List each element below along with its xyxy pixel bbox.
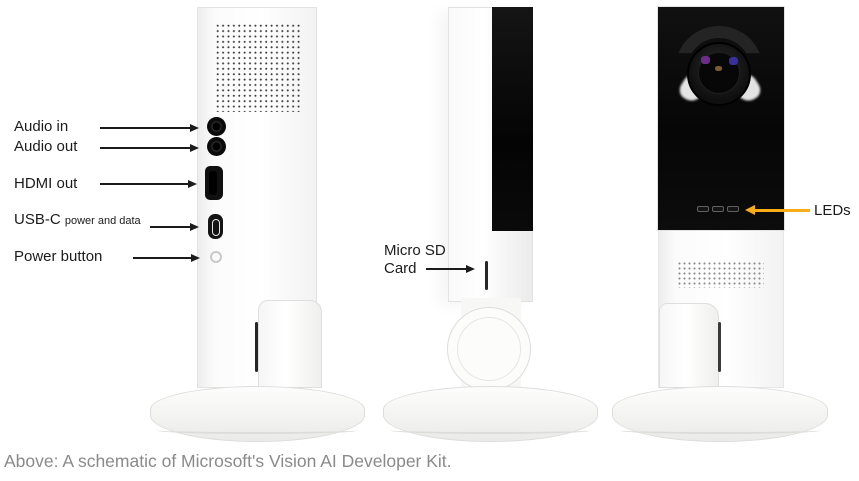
label-usb-c: USB-C power and data [14, 211, 141, 228]
hinge-arm [258, 300, 322, 388]
front-panel-edge [492, 7, 533, 231]
label-micro-sd-line1: Micro SD [384, 242, 446, 259]
arrow-audio-out [100, 147, 190, 149]
label-hdmi-out: HDMI out [14, 175, 78, 192]
arrowhead-micro-sd [466, 264, 475, 273]
led-2 [712, 206, 724, 212]
hinge-arm [659, 303, 719, 388]
arrowhead-leds [745, 205, 755, 215]
arrow-micro-sd [426, 268, 466, 270]
label-power-button: Power button [14, 248, 103, 265]
label-audio-out: Audio out [14, 138, 78, 155]
stand-base [612, 386, 828, 442]
arrow-audio-in [100, 127, 190, 129]
label-leds: LEDs [814, 202, 851, 219]
arrowhead-audio-in [190, 123, 199, 132]
led-3 [727, 206, 739, 212]
caption: Above: A schematic of Microsoft's Vision… [4, 451, 452, 471]
hdmi-port [205, 166, 223, 200]
led-1 [697, 206, 709, 212]
power-button [210, 251, 222, 263]
stand-base [383, 386, 598, 442]
label-audio-in: Audio in [14, 118, 69, 135]
arrowhead-usb-c [190, 222, 199, 231]
lens-glint-center [715, 66, 722, 71]
arrowhead-power [191, 253, 200, 262]
audio-in-jack [207, 117, 226, 136]
hinge-slot [255, 322, 258, 372]
usb-c-port [208, 214, 223, 239]
arrowhead-audio-out [190, 143, 199, 152]
arrow-hdmi [100, 183, 188, 185]
speaker-grille [215, 23, 301, 112]
audio-out-jack [207, 137, 226, 156]
arrow-usb-c [150, 226, 190, 228]
hinge-disc [447, 307, 531, 391]
label-usb-c-sub: power and data [64, 215, 141, 227]
arrow-power [133, 257, 191, 259]
speaker-grille [677, 261, 764, 288]
micro-sd-slot [485, 261, 488, 290]
label-micro-sd-line2: Card [384, 260, 417, 277]
arrow-leds [754, 208, 810, 212]
hinge-slot [718, 322, 721, 372]
arrowhead-hdmi [188, 179, 197, 188]
lens-glint-purple [701, 56, 710, 64]
stand-base [150, 386, 365, 442]
lens-glint-blue [729, 57, 738, 65]
